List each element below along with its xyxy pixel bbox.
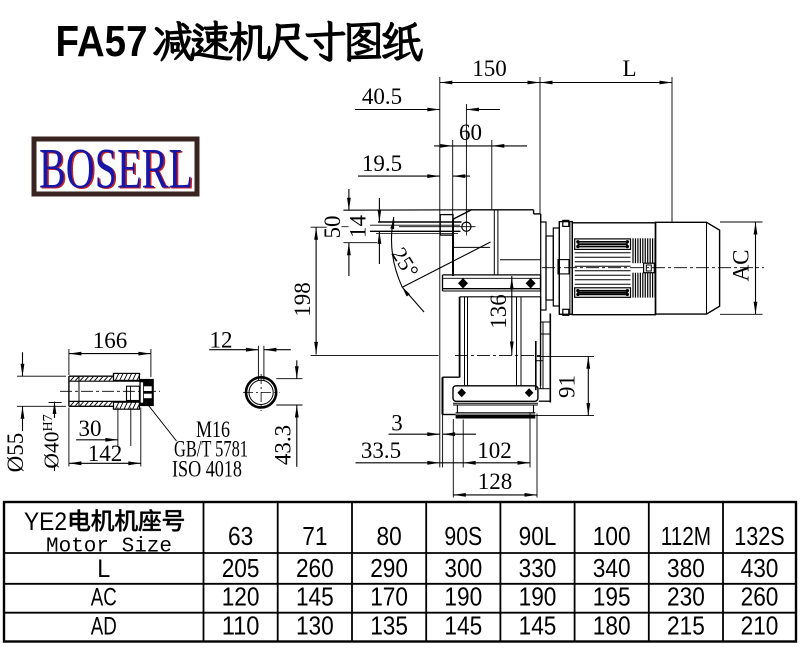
svg-text:300: 300	[444, 553, 482, 583]
svg-text:260: 260	[296, 553, 334, 583]
svg-text:190: 190	[519, 582, 557, 612]
svg-text:136: 136	[486, 294, 511, 329]
svg-text:145: 145	[444, 611, 482, 641]
svg-text:120: 120	[222, 582, 260, 612]
svg-text:L: L	[97, 555, 110, 583]
svg-text:190: 190	[444, 582, 482, 612]
svg-text:19.5: 19.5	[362, 151, 402, 176]
svg-text:91: 91	[555, 375, 580, 398]
svg-text:80: 80	[377, 521, 402, 551]
svg-text:430: 430	[741, 553, 779, 583]
svg-text:230: 230	[667, 582, 705, 612]
svg-text:132S: 132S	[734, 521, 784, 551]
svg-text:290: 290	[370, 553, 408, 583]
svg-text:63: 63	[228, 521, 253, 551]
svg-text:166: 166	[93, 328, 128, 353]
svg-text:145: 145	[519, 611, 557, 641]
svg-text:150: 150	[472, 56, 507, 81]
svg-text:ISO 4018: ISO 4018	[172, 457, 242, 482]
svg-text:60: 60	[459, 120, 482, 145]
svg-text:112M: 112M	[661, 521, 711, 551]
svg-text:128: 128	[478, 469, 513, 494]
svg-text:AC: AC	[729, 250, 754, 282]
svg-text:340: 340	[593, 553, 631, 583]
svg-text:3: 3	[391, 411, 403, 436]
svg-text:Ø55: Ø55	[3, 433, 28, 473]
svg-text:71: 71	[302, 521, 327, 551]
svg-text:40.5: 40.5	[362, 84, 402, 109]
svg-text:205: 205	[222, 553, 260, 583]
svg-text:12: 12	[210, 328, 233, 353]
svg-text:170: 170	[370, 582, 408, 612]
svg-text:198: 198	[290, 282, 315, 317]
svg-text:AC: AC	[91, 584, 117, 612]
svg-text:330: 330	[519, 553, 557, 583]
svg-text:BOSERL: BOSERL	[39, 138, 193, 201]
svg-text:380: 380	[667, 553, 705, 583]
svg-text:180: 180	[593, 611, 631, 641]
svg-text:14: 14	[346, 215, 371, 239]
svg-text:30: 30	[79, 416, 102, 441]
svg-text:AD: AD	[91, 613, 117, 641]
svg-text:100: 100	[593, 521, 631, 551]
svg-text:145: 145	[296, 582, 334, 612]
svg-text:90L: 90L	[519, 521, 557, 551]
svg-text:215: 215	[667, 611, 705, 641]
svg-text:L: L	[622, 56, 636, 81]
svg-text:YE2: YE2	[24, 508, 67, 536]
svg-text:43.3: 43.3	[271, 425, 296, 465]
svg-text:195: 195	[593, 582, 631, 612]
svg-text:FA57: FA57	[56, 17, 148, 66]
svg-text:33.5: 33.5	[361, 438, 401, 463]
svg-text:110: 110	[222, 611, 260, 641]
svg-text:90S: 90S	[444, 521, 482, 551]
svg-text:210: 210	[741, 611, 779, 641]
svg-text:102: 102	[477, 438, 512, 463]
svg-text:260: 260	[741, 582, 779, 612]
svg-text:135: 135	[370, 611, 408, 641]
svg-text:142: 142	[88, 441, 123, 466]
svg-text:130: 130	[296, 611, 334, 641]
